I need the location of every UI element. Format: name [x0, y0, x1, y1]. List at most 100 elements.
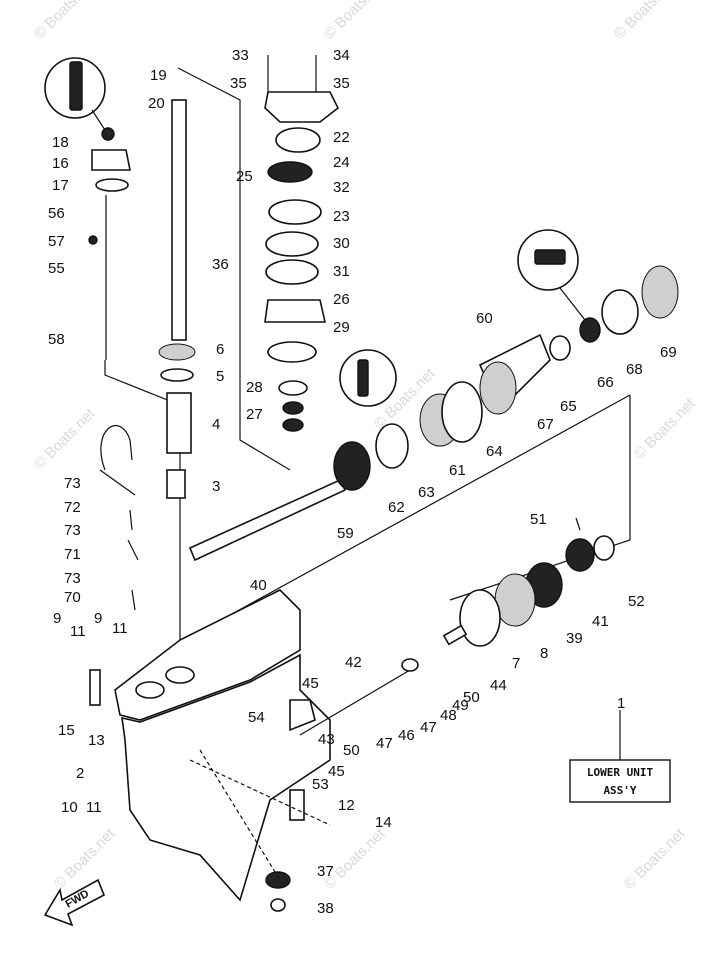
callout-18: 18: [52, 134, 69, 151]
callout-45: 45: [328, 763, 345, 780]
callout-43: 43: [318, 731, 335, 748]
propeller-shaft: [188, 478, 347, 562]
callout-70: 70: [64, 589, 81, 606]
shift-linkage: [99, 425, 419, 736]
hose-73: [99, 469, 136, 496]
callout-17: 17: [52, 177, 69, 194]
nipple-70: [131, 589, 136, 611]
callout-38: 38: [317, 900, 334, 917]
reverse-gear-assembly: [442, 517, 615, 647]
callout-73: 73: [64, 570, 81, 587]
fwd-arrow-shape: [43, 878, 106, 927]
callout-26: 26: [333, 291, 350, 308]
hose-72: [129, 509, 133, 531]
shift-rod-lever: [91, 149, 131, 171]
callout-60: 60: [476, 310, 493, 327]
callout-16: 16: [52, 155, 69, 172]
ring-nut-69: [641, 265, 679, 319]
callout-52: 52: [628, 593, 645, 610]
callout-6: 6: [216, 341, 224, 358]
dashed-line: [199, 749, 281, 881]
oil-seal-27: [282, 418, 304, 432]
callout-35: 35: [333, 75, 350, 92]
nut-38: [270, 898, 286, 912]
callout-2: 2: [76, 765, 84, 782]
callout-71: 71: [64, 546, 81, 563]
connector-lines: [189, 749, 331, 881]
callout-64: 64: [486, 443, 503, 460]
forward-gear: [333, 441, 371, 491]
callout-54: 54: [248, 709, 265, 726]
callout-27: 27: [246, 406, 263, 423]
leader-line: [559, 287, 586, 321]
callout-34: 34: [333, 47, 350, 64]
pump-housing: [264, 91, 340, 123]
shift-rod-46: [299, 669, 411, 736]
callout-33: 33: [232, 47, 249, 64]
part-57: [88, 235, 98, 245]
pin-51: [575, 517, 581, 531]
bearing-6: [158, 343, 196, 361]
watermark: © Boats.net: [51, 825, 119, 893]
callout-44: 44: [490, 677, 507, 694]
oil-seal-27: [282, 401, 304, 415]
title-box-frame: [569, 759, 671, 803]
callout-50: 50: [463, 689, 480, 706]
callout-35: 35: [230, 75, 247, 92]
callout-3: 3: [212, 478, 220, 495]
title-line1: LOWER UNIT: [587, 766, 654, 779]
callout-10: 10: [61, 799, 78, 816]
callout-50: 50: [343, 742, 360, 759]
outer-plate: [265, 231, 319, 257]
lower-case: [89, 589, 331, 912]
gasket-31: [265, 259, 319, 285]
bore: [165, 666, 195, 684]
callout-39: 39: [566, 630, 583, 647]
callout-15: 15: [58, 722, 75, 739]
sleeve-4: [166, 392, 192, 454]
leader-line: [91, 109, 106, 131]
shim-5: [160, 368, 194, 382]
watermark: © Boats.net: [321, 825, 389, 893]
gear-case-2: [121, 653, 331, 902]
callout-28: 28: [246, 379, 263, 396]
callout-5: 5: [216, 368, 224, 385]
shift-rod-assembly: [88, 127, 131, 360]
callout-53: 53: [312, 776, 329, 793]
callout-31: 31: [333, 263, 350, 280]
callout-61: 61: [449, 462, 466, 479]
callout-37: 37: [317, 863, 334, 880]
callout-72: 72: [64, 499, 81, 516]
group-outline-line: [104, 360, 181, 660]
callout-11: 11: [112, 620, 128, 637]
callout-62: 62: [388, 499, 405, 516]
callout-40: 40: [250, 577, 267, 594]
callout-68: 68: [626, 361, 643, 378]
watermark: © Boats.net: [31, 405, 99, 473]
callout-58: 58: [48, 331, 65, 348]
callout-9: 9: [53, 610, 61, 627]
clutch-41: [565, 538, 595, 572]
callout-73: 73: [64, 522, 81, 539]
callout-14: 14: [375, 814, 392, 831]
key-detail: [534, 249, 566, 265]
callout-13: 13: [88, 732, 105, 749]
detail-inset-right: [517, 229, 586, 321]
callout-41: 41: [592, 613, 609, 630]
callout-8: 8: [540, 645, 548, 662]
pin-detail: [69, 61, 83, 111]
callout-69: 69: [660, 344, 677, 361]
spring-47: [401, 658, 419, 672]
seal-66: [579, 317, 601, 343]
callout-47: 47: [420, 719, 437, 736]
callout-73: 73: [64, 475, 81, 492]
callout-51: 51: [530, 511, 547, 528]
shift-cam-54: [289, 699, 316, 732]
impeller: [267, 161, 313, 183]
watermark: © Boats.net: [631, 395, 699, 463]
propeller-shaft-assembly: [188, 265, 679, 562]
drive-shaft-assembly: [158, 99, 196, 499]
gasket-23: [268, 199, 322, 225]
